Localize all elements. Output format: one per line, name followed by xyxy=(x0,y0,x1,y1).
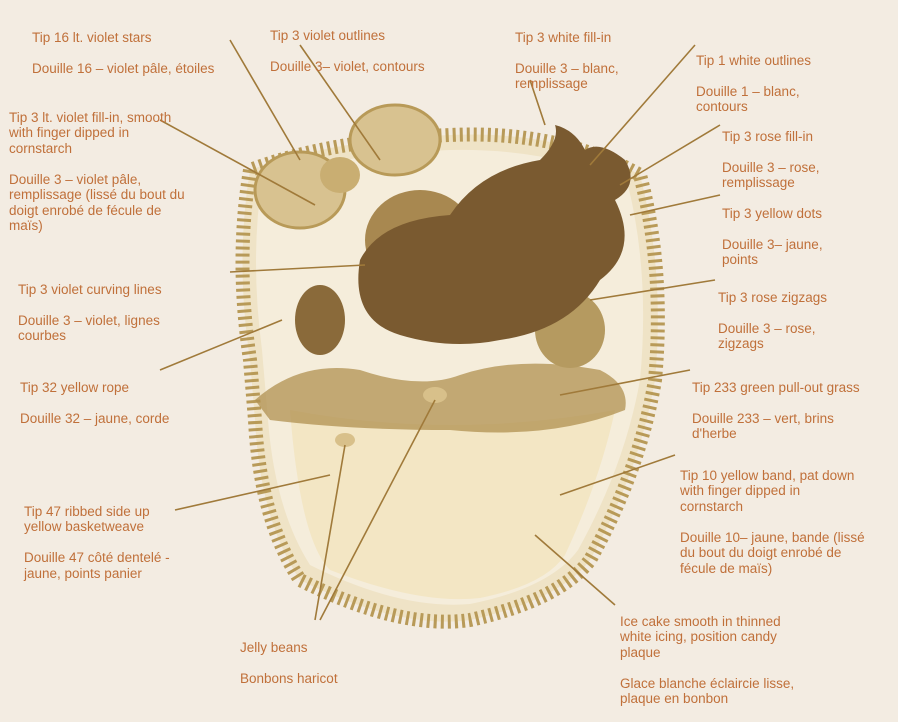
label-fr: Douille 10– jaune, bande (lissé du bout … xyxy=(680,530,865,577)
label-fr: Bonbons haricot xyxy=(240,671,338,687)
label-en: Tip 3 yellow dots xyxy=(722,206,823,222)
label-fr: Douille 233 – vert, brins d'herbe xyxy=(692,411,860,442)
label-tip32-yellow-rope: Tip 32 yellow rope Douille 32 – jaune, c… xyxy=(20,364,169,442)
label-tip47-basketweave: Tip 47 ribbed side up yellow basketweave… xyxy=(24,488,170,597)
label-fr: Glace blanche éclaircie lisse, plaque en… xyxy=(620,676,794,707)
label-en: Ice cake smooth in thinned white icing, … xyxy=(620,614,794,661)
label-fr: Douille 3 – blanc, remplissage xyxy=(515,61,619,92)
label-en: Tip 233 green pull-out grass xyxy=(692,380,860,396)
bow-right xyxy=(350,105,440,175)
label-en: Tip 3 rose fill-in xyxy=(722,129,820,145)
label-en: Tip 3 violet curving lines xyxy=(18,282,162,298)
label-en: Tip 47 ribbed side up yellow basketweave xyxy=(24,504,170,535)
label-fr: Douille 3 – violet, lignes courbes xyxy=(18,313,162,344)
label-fr: Douille 32 – jaune, corde xyxy=(20,411,169,427)
label-en: Tip 32 yellow rope xyxy=(20,380,169,396)
label-ice-cake: Ice cake smooth in thinned white icing, … xyxy=(620,598,794,722)
label-en: Jelly beans xyxy=(240,640,338,656)
label-fr: Douille 16 – violet pâle, étoiles xyxy=(32,61,214,77)
label-fr: Douille 3 – violet pâle, remplissage (li… xyxy=(9,172,185,234)
label-tip3-yellow-dots: Tip 3 yellow dots Douille 3– jaune, poin… xyxy=(722,190,823,283)
label-fr: Douille 47 côté dentelé - jaune, points … xyxy=(24,550,170,581)
bow-knot xyxy=(320,157,360,193)
label-en: Tip 3 lt. violet fill-in, smooth with fi… xyxy=(9,110,185,157)
label-en: Tip 16 lt. violet stars xyxy=(32,30,214,46)
label-fr: Douille 1 – blanc, contours xyxy=(696,84,811,115)
label-tip233-green-grass: Tip 233 green pull-out grass Douille 233… xyxy=(692,364,860,457)
label-tip3-rose-zigzags: Tip 3 rose zigzags Douille 3 – rose, zig… xyxy=(718,274,827,367)
label-fr: Douille 3– jaune, points xyxy=(722,237,823,268)
label-fr: Douille 3– violet, contours xyxy=(270,59,425,75)
jelly-bean-1 xyxy=(335,433,355,447)
label-tip3-white-fill: Tip 3 white fill-in Douille 3 – blanc, r… xyxy=(515,14,619,107)
label-en: Tip 10 yellow band, pat down with finger… xyxy=(680,468,865,515)
label-tip3-violet-curving: Tip 3 violet curving lines Douille 3 – v… xyxy=(18,266,162,359)
label-tip3-violet-outlines: Tip 3 violet outlines Douille 3– violet,… xyxy=(270,12,425,90)
label-fr: Douille 3 – rose, zigzags xyxy=(718,321,827,352)
cake-diagram: Tip 16 lt. violet stars Douille 16 – vio… xyxy=(0,0,898,690)
label-en: Tip 1 white outlines xyxy=(696,53,811,69)
label-en: Tip 3 rose zigzags xyxy=(718,290,827,306)
label-tip10-yellow-band: Tip 10 yellow band, pat down with finger… xyxy=(680,452,865,592)
label-en: Tip 3 white fill-in xyxy=(515,30,619,46)
label-fr: Douille 3 – rose, remplissage xyxy=(722,160,820,191)
label-tip3-ltviolet-fill: Tip 3 lt. violet fill-in, smooth with fi… xyxy=(9,94,185,249)
label-en: Tip 3 violet outlines xyxy=(270,28,425,44)
egg-small-left xyxy=(295,285,345,355)
label-tip16-violet-stars: Tip 16 lt. violet stars Douille 16 – vio… xyxy=(32,14,214,92)
